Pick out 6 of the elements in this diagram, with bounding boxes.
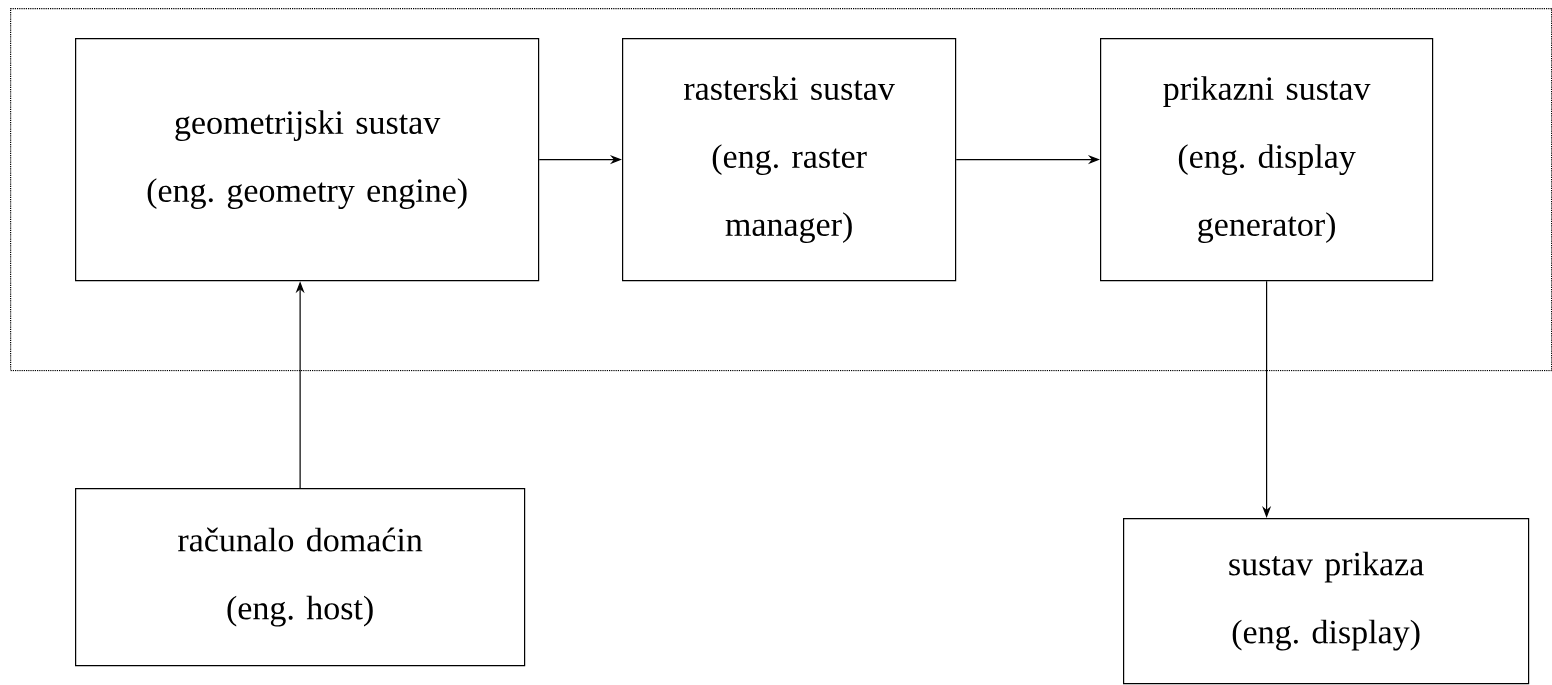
process-box: sustav prikaza (eng. display) (1123, 518, 1530, 685)
process-box: rasterski sustav (eng. raster manager) (622, 38, 957, 282)
process-box: geometrijski sustav (eng. geometry engine) (75, 38, 540, 282)
dotted-frame (10, 8, 1552, 372)
process-box: prikazni sustav (eng. display generator) (1100, 38, 1434, 282)
process-box: računalo domaćin (eng. host) (75, 488, 526, 667)
